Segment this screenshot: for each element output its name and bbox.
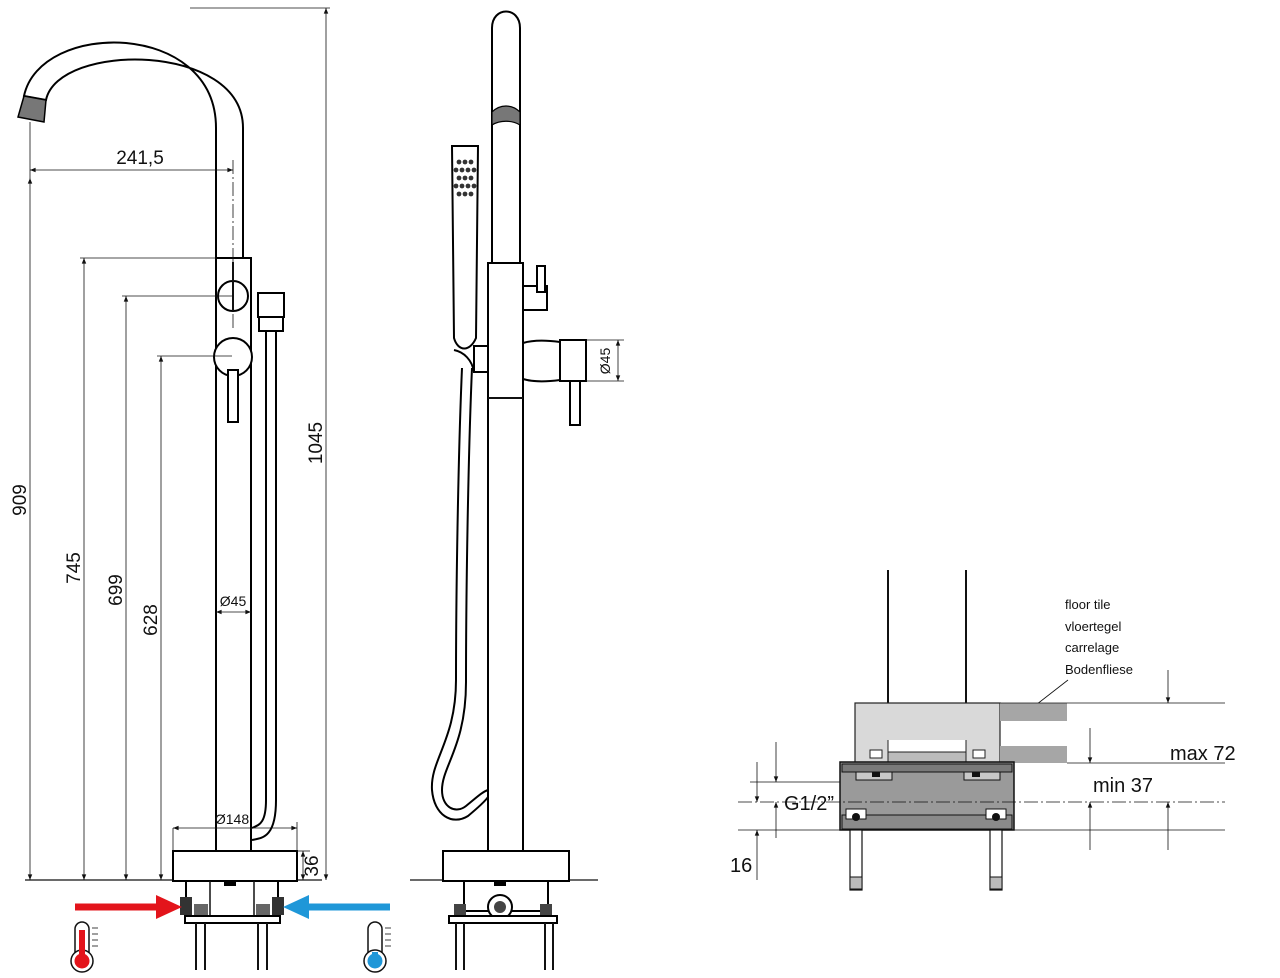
dim-max: max 72 xyxy=(1170,743,1236,765)
floor-label-de: Bodenfliese xyxy=(1065,662,1133,677)
shower-hose xyxy=(430,367,489,821)
dim-height-628: 628 xyxy=(141,604,162,636)
front-view: 241,5 1045 909 745 699 628 Ø45 Ø148 36 xyxy=(10,7,391,973)
floor-label-nl: vloertegel xyxy=(1065,619,1121,634)
floor-tile-lower xyxy=(1000,746,1067,763)
installation-detail: floor tile vloertegel carrelage Bodenfli… xyxy=(730,570,1236,891)
floor-label-fr: carrelage xyxy=(1065,640,1119,655)
hot-water-thermometer-icon xyxy=(70,921,98,973)
dim-total-height: 1045 xyxy=(306,422,327,464)
dim-base-height: 36 xyxy=(302,855,323,876)
hose xyxy=(251,331,277,841)
body xyxy=(487,262,524,852)
dim-body-diameter: Ø45 xyxy=(220,593,247,609)
spout-outlet xyxy=(17,95,47,123)
spout-tube xyxy=(491,10,521,264)
mixer-body xyxy=(522,339,561,383)
lever xyxy=(569,380,581,426)
dim-thread: G1/2” xyxy=(784,793,834,815)
hand-shower xyxy=(450,145,489,373)
dim-base-diameter: Ø148 xyxy=(215,811,249,827)
mixer-handle xyxy=(559,339,587,382)
hose-connector xyxy=(257,292,285,318)
dim-bottom: 16 xyxy=(730,855,752,877)
dim-min: min 37 xyxy=(1093,775,1153,797)
dim-spout-height: 909 xyxy=(10,484,31,516)
dim-handle-diameter: Ø45 xyxy=(597,348,613,375)
dim-spout-reach: 241,5 xyxy=(116,148,164,169)
floor-label-en: floor tile xyxy=(1065,597,1111,612)
dim-height-699: 699 xyxy=(106,574,127,606)
floor-tile-upper xyxy=(1000,703,1067,721)
side-view: Ø45 xyxy=(410,10,624,970)
dim-height-745: 745 xyxy=(64,552,85,584)
base xyxy=(442,850,570,882)
lever xyxy=(227,369,239,423)
cold-water-thermometer-icon xyxy=(363,921,391,973)
base xyxy=(172,850,298,882)
shower-holder xyxy=(473,345,489,373)
hose-nut xyxy=(258,316,284,332)
